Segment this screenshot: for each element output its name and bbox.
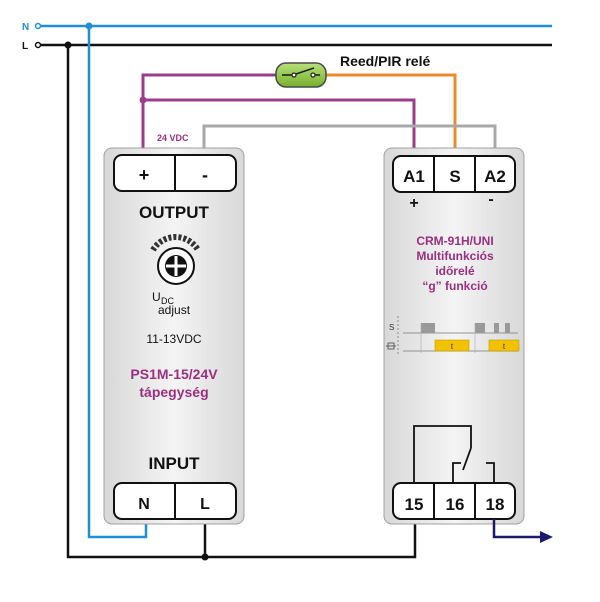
psu-range: 11-13VDC [146, 332, 201, 346]
relay-line4: “g” funkció [422, 279, 487, 293]
relay-contact-icon [413, 425, 495, 483]
mains-neutral-line [34, 22, 552, 30]
psu-type: tápegység [139, 384, 208, 400]
switch-label: Reed/PIR relé [340, 53, 430, 69]
relay-term-a2: A2 [484, 167, 506, 186]
reed-switch [275, 62, 327, 88]
adjust-u: U [152, 290, 161, 304]
relay-plus-mark: + [409, 195, 418, 212]
psu-in-n: N [138, 496, 150, 513]
psu-out-plus: + [139, 165, 150, 185]
timing-diagram [386, 316, 520, 356]
relay-term-a1: A1 [403, 167, 425, 186]
mains-line-l [34, 41, 552, 49]
adjust-word: adjust [158, 303, 191, 317]
relay-term-16: 16 [446, 495, 465, 514]
purple-wire-a1 [143, 98, 416, 160]
adjust-knob-icon [150, 234, 201, 285]
psu-model: PS1M-15/24V [130, 366, 218, 382]
psu-module [103, 147, 245, 525]
junction-plus [139, 96, 147, 104]
neutral-label: N [22, 22, 29, 33]
relay-coil-icon [386, 342, 396, 350]
relay-term-15: 15 [405, 495, 424, 514]
line-l-bottom-wire [66, 45, 417, 559]
gray-wire-a2 [202, 124, 497, 162]
relay-line3: időrelé [435, 264, 475, 278]
relay-minus-mark: - [488, 191, 493, 208]
line-label: L [22, 41, 28, 52]
neutral-wire [87, 26, 148, 539]
output-arrow [492, 519, 553, 543]
input-title: INPUT [149, 454, 201, 473]
output-title: OUTPUT [139, 203, 210, 222]
timing-t1: t [451, 342, 454, 351]
purple-wire-switch [141, 73, 280, 162]
orange-wire-s [322, 73, 457, 160]
timing-t2: t [503, 342, 506, 351]
relay-line2: Multifunkciós [416, 249, 494, 263]
junction-l [201, 553, 209, 561]
relay-module [383, 147, 525, 525]
adjust-dc: DC [161, 296, 174, 306]
relay-model: CRM-91H/UNI [416, 234, 493, 248]
timing-s-label: S [389, 323, 394, 332]
psu-out-minus: - [202, 165, 208, 185]
relay-term-18: 18 [486, 495, 505, 514]
relay-term-s: S [449, 167, 460, 186]
psu-in-l: L [200, 496, 210, 513]
voltage-label: 24 VDC [157, 133, 189, 143]
